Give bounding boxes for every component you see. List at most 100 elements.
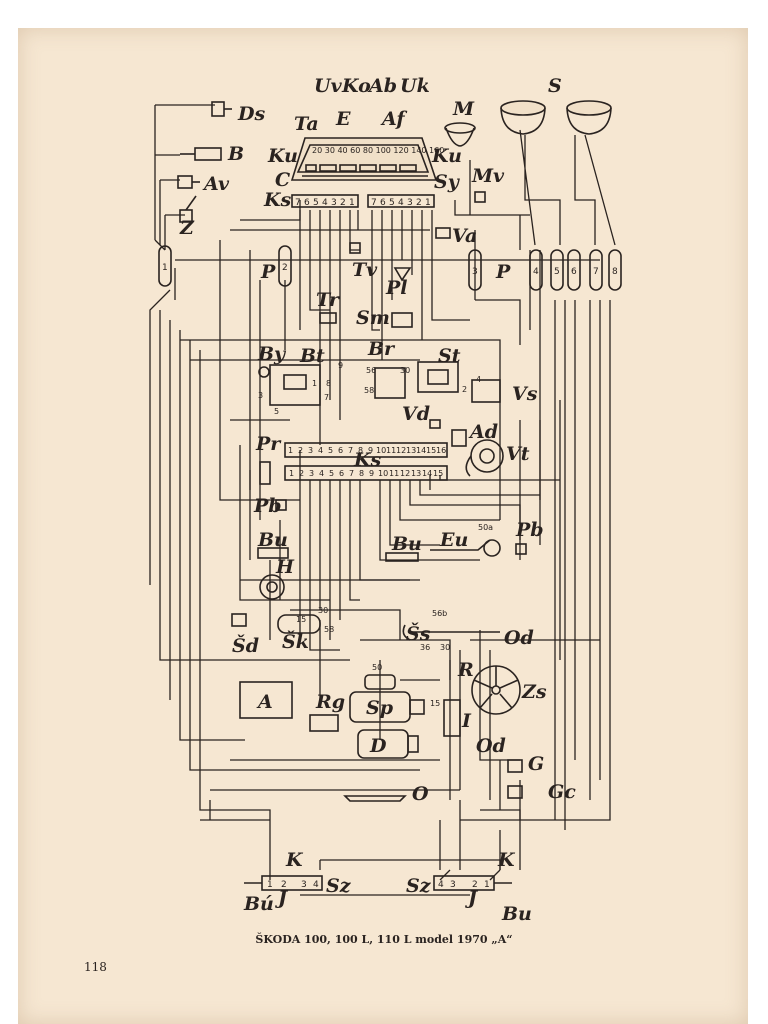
svg-text:4: 4 <box>322 198 328 208</box>
svg-text:4: 4 <box>398 198 404 208</box>
label-c: C <box>275 169 290 191</box>
label-p-right: P <box>495 261 511 283</box>
label-ks-mid: Ks <box>353 449 382 471</box>
label-ko: Ko <box>341 75 371 97</box>
svg-text:3: 3 <box>258 391 263 400</box>
label-bu-mid: Bu <box>391 533 422 555</box>
paper-sheet <box>18 28 748 1024</box>
label-s: S <box>548 75 562 97</box>
svg-text:1: 1 <box>425 198 431 208</box>
svg-text:8: 8 <box>326 379 331 388</box>
label-sd: Šd <box>232 634 259 657</box>
svg-text:30: 30 <box>400 366 410 375</box>
label-st: St <box>438 345 461 367</box>
label-k-left: K <box>285 849 304 871</box>
svg-text:2: 2 <box>472 880 478 890</box>
svg-text:6: 6 <box>380 198 386 208</box>
label-h: H <box>275 556 295 578</box>
label-av: Av <box>202 173 230 195</box>
label-zs: Zs <box>521 681 547 703</box>
svg-text:2: 2 <box>416 198 422 208</box>
svg-text:1: 1 <box>484 880 490 890</box>
label-tv: Tv <box>352 259 378 281</box>
label-tr: Tr <box>316 289 341 311</box>
svg-text:1: 1 <box>349 198 355 208</box>
svg-text:58: 58 <box>364 386 374 395</box>
svg-text:7: 7 <box>348 446 353 455</box>
svg-text:14: 14 <box>416 446 426 455</box>
svg-text:6: 6 <box>304 198 310 208</box>
label-mv: Mv <box>471 165 505 187</box>
svg-text:14: 14 <box>422 469 432 478</box>
label-bu-bottom-left: Bú <box>243 893 274 915</box>
label-o: O <box>412 783 429 805</box>
svg-text:4: 4 <box>533 267 539 277</box>
svg-text:2: 2 <box>299 469 304 478</box>
label-sm: Sm <box>356 307 390 329</box>
label-od-bottom: Od <box>476 735 506 757</box>
svg-text:12: 12 <box>400 469 410 478</box>
label-sk: Šk <box>282 630 309 653</box>
svg-text:10: 10 <box>376 446 386 455</box>
label-by: By <box>257 343 287 365</box>
label-pb-right: Pb <box>515 519 544 541</box>
svg-text:36: 36 <box>420 643 430 652</box>
terminal-numbers: 50 15 30 58 56b 36 30 15 56 58 30 50a 4 … <box>258 361 493 708</box>
svg-text:4: 4 <box>313 880 319 890</box>
label-sz-right: Sz <box>406 875 432 897</box>
label-r: R <box>457 659 474 681</box>
svg-text:1: 1 <box>312 379 317 388</box>
svg-text:56: 56 <box>366 366 376 375</box>
svg-text:8: 8 <box>612 267 618 277</box>
instrument-left-pins: 7 6 5 4 3 2 1 <box>295 198 355 208</box>
svg-text:8: 8 <box>358 446 363 455</box>
label-m: M <box>452 98 475 120</box>
svg-text:3: 3 <box>309 469 314 478</box>
svg-text:15: 15 <box>426 446 436 455</box>
label-j-left: J <box>275 887 289 909</box>
svg-text:5: 5 <box>329 469 334 478</box>
label-p-left: P <box>260 261 276 283</box>
svg-text:4: 4 <box>318 446 323 455</box>
svg-text:15: 15 <box>430 699 440 708</box>
svg-text:58: 58 <box>324 625 334 634</box>
svg-text:6: 6 <box>571 267 577 277</box>
rear-connector-left-pins: 1 2 3 4 <box>267 880 319 890</box>
svg-text:2: 2 <box>281 880 287 890</box>
svg-text:3: 3 <box>450 880 456 890</box>
label-bu-left: Bu <box>257 529 288 551</box>
label-va: Va <box>452 225 477 247</box>
svg-text:50a: 50a <box>478 523 493 532</box>
label-g: G <box>528 753 544 775</box>
label-ds: Ds <box>237 103 265 125</box>
svg-text:1: 1 <box>289 469 294 478</box>
svg-text:5: 5 <box>389 198 395 208</box>
svg-text:5: 5 <box>554 267 560 277</box>
label-i: I <box>461 710 472 732</box>
svg-text:15: 15 <box>433 469 443 478</box>
svg-text:30: 30 <box>440 643 450 652</box>
svg-text:2: 2 <box>340 198 346 208</box>
svg-text:9: 9 <box>338 361 343 370</box>
svg-text:5: 5 <box>328 446 333 455</box>
svg-text:6: 6 <box>339 469 344 478</box>
label-gc: Gc <box>548 781 576 803</box>
svg-text:12: 12 <box>396 446 406 455</box>
label-j-right: J <box>465 887 479 909</box>
label-vt: Vt <box>506 443 530 465</box>
label-sz-left: Sz <box>326 875 352 897</box>
svg-text:2: 2 <box>282 263 288 273</box>
label-ks-top: Ks <box>263 189 292 211</box>
label-k-right: K <box>497 849 516 871</box>
svg-text:3: 3 <box>308 446 313 455</box>
label-uv: Uv <box>314 75 343 97</box>
label-bu-bottom-right: Bu <box>501 903 532 925</box>
label-af: Af <box>380 108 407 130</box>
label-vs: Vs <box>512 383 538 405</box>
label-e: E <box>335 108 351 130</box>
svg-text:7: 7 <box>593 267 599 277</box>
svg-text:7: 7 <box>349 469 354 478</box>
svg-text:6: 6 <box>338 446 343 455</box>
svg-text:3: 3 <box>301 880 307 890</box>
svg-text:7: 7 <box>371 198 377 208</box>
